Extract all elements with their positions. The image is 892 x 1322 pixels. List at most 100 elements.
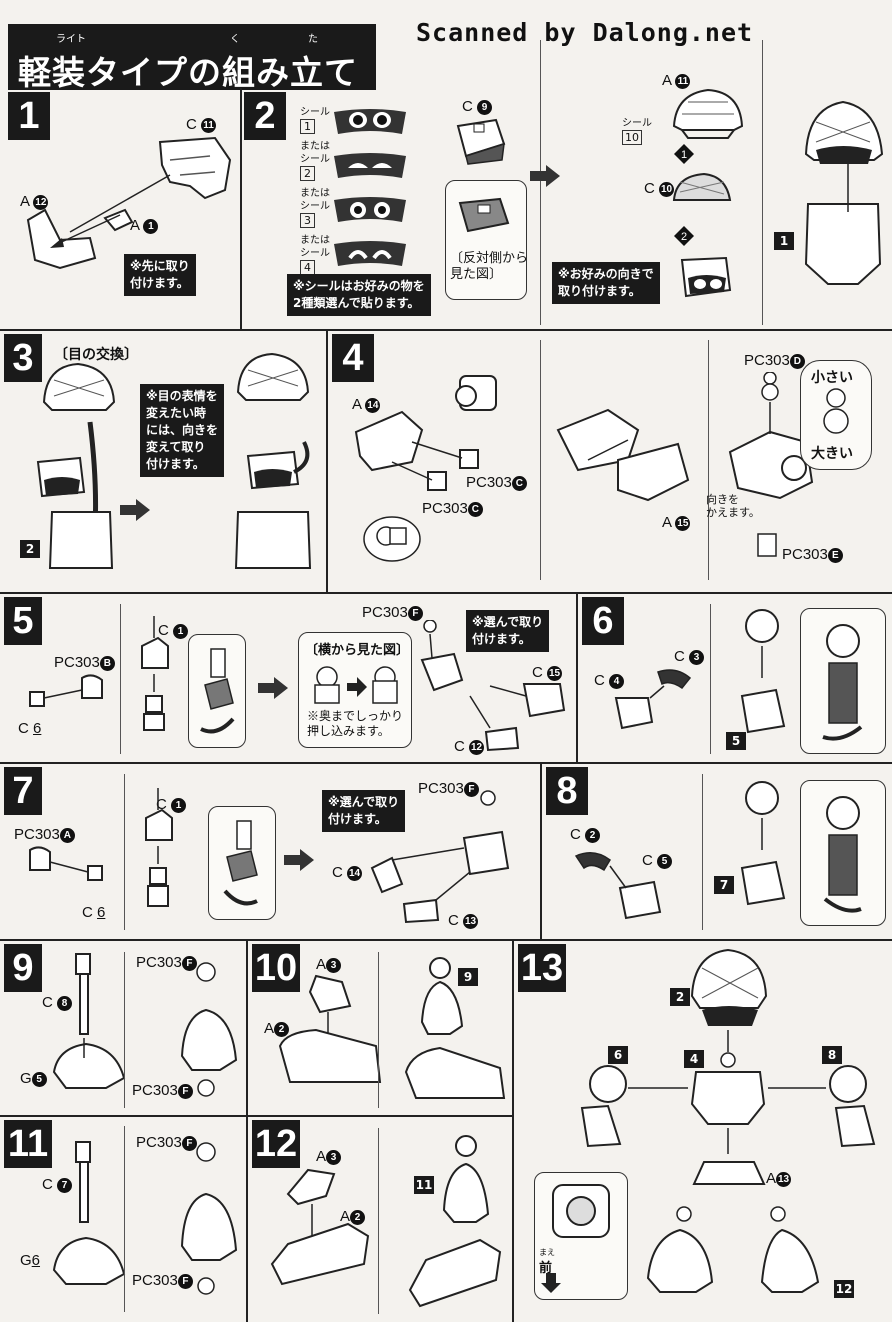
reverse-view-part xyxy=(458,197,510,233)
step9-divider xyxy=(124,952,125,1108)
label-c7: C 7 xyxy=(42,1176,73,1193)
step5-hand-options xyxy=(469,683,566,752)
rotation-illustration-step7 xyxy=(223,820,258,906)
step11-divider xyxy=(124,1126,125,1312)
col-divider-5-6 xyxy=(576,592,578,762)
step4-torso-back-illustration xyxy=(354,375,497,491)
col-divider-3-4 xyxy=(326,329,328,592)
label-c13: C 13 xyxy=(448,912,479,929)
ref-step-11: 11 xyxy=(414,1176,434,1194)
step7-divider xyxy=(124,774,125,930)
step7-arrow xyxy=(284,849,314,871)
step2-divider xyxy=(540,40,541,325)
page-title: ライト く た 軽装タイプの組み立て xyxy=(8,24,376,92)
eye-block-illustration xyxy=(680,256,732,298)
row-divider-1 xyxy=(0,329,892,331)
ref-head-2: 2 xyxy=(670,988,690,1006)
label-g6: G6 xyxy=(20,1252,41,1269)
step-number-9: 9 xyxy=(4,944,42,992)
arm-assembly-result-step8 xyxy=(823,796,862,913)
pc303-size-icon xyxy=(823,388,849,434)
ref-arm-8: 8 xyxy=(822,1046,842,1064)
title-ruby-2: く xyxy=(230,34,240,45)
label-c6-step7: C 6 xyxy=(82,904,106,921)
ref-arm-6: 6 xyxy=(608,1046,628,1064)
step8-divider xyxy=(702,774,703,930)
eye-seal-1 xyxy=(334,109,406,134)
step-number-11: 11 xyxy=(4,1120,52,1168)
label-a1: A 1 xyxy=(130,217,159,234)
reverse-view-inset: 〔反対側から 見た図〕 xyxy=(445,180,528,300)
step7-pc-illustration xyxy=(29,846,103,881)
label-small: 小さい xyxy=(811,369,853,385)
title-ruby: ライト xyxy=(56,34,86,45)
assembly-order-1: 1 xyxy=(681,149,687,161)
step12-divider xyxy=(378,1128,379,1314)
label-a11: A 11 xyxy=(662,72,691,89)
label-c1-step7: C 1 xyxy=(156,796,187,813)
face-part-illustration: 1 2 xyxy=(672,144,732,246)
step12-leg-assembly xyxy=(408,1135,502,1308)
label-seal10: シール 10 xyxy=(622,118,652,145)
step2-divider-2 xyxy=(762,40,763,325)
step8-arm-illustration xyxy=(574,852,662,920)
step5-joint-illustration xyxy=(141,616,169,731)
step1-parts-illustration xyxy=(26,136,232,270)
step1-note: ※先に取り 付けます。 xyxy=(124,254,196,296)
label-big: 大きい xyxy=(811,445,853,461)
step-number-5: 5 xyxy=(4,597,42,645)
step-number-1: 1 xyxy=(8,92,50,140)
step6-result-inset xyxy=(800,608,886,754)
title-ruby-3: た xyxy=(308,34,318,45)
col-divider-1-2 xyxy=(240,88,242,329)
side-view-caption: 〔横から見た図〕 xyxy=(305,642,410,657)
col-divider-7-8 xyxy=(540,762,542,939)
label-a15: A 15 xyxy=(662,514,691,531)
assembly-order-2: 2 xyxy=(681,231,687,243)
step-number-8: 8 xyxy=(546,767,588,815)
step11-knee-illustration xyxy=(180,1142,238,1295)
ref-step-2: 2 xyxy=(20,540,40,558)
assembled-head-illustration xyxy=(804,100,884,285)
label-c2: C 2 xyxy=(570,826,601,843)
ref-step-5: 5 xyxy=(726,732,746,750)
step12-foot-illustration xyxy=(270,1168,370,1286)
step6-divider xyxy=(710,604,711,754)
step-number-4: 4 xyxy=(332,334,374,382)
step4-torso-illustration xyxy=(556,408,690,502)
step7-joint-illustration xyxy=(145,788,173,907)
choose-note-step7: ※選んで取り 付けます。 xyxy=(322,790,406,832)
ref-leg-12: 12 xyxy=(834,1280,854,1298)
pc303-size-bubble: 小さい 大きい xyxy=(800,360,872,470)
step7-hand-options xyxy=(370,790,510,924)
step2-orient-note: ※お好みの向きで 取り付けます。 xyxy=(552,262,660,304)
col-divider-9-10 xyxy=(246,939,248,1322)
step-number-13: 13 xyxy=(518,944,566,992)
arm-assembly-result xyxy=(822,624,863,741)
eye-seal-3 xyxy=(334,197,406,222)
ref-step-1: 1 xyxy=(774,232,794,250)
step2-seal-note: ※シールはお好みの物を 2種類選んで貼ります。 xyxy=(287,274,431,316)
label-c1-step5: C 1 xyxy=(158,622,189,639)
row-divider-3 xyxy=(0,762,892,764)
step8-shoulder-illustration xyxy=(740,781,786,906)
step8-result-inset xyxy=(800,780,886,926)
eye-seal-variants xyxy=(334,109,406,266)
label-c14: C 14 xyxy=(332,864,363,881)
col-divider-12-13 xyxy=(512,939,514,1322)
step3-arrow xyxy=(120,499,150,521)
step7-rotation-inset xyxy=(208,806,276,920)
eye-seal-2 xyxy=(334,153,406,178)
waist-front-illustration xyxy=(552,1184,610,1238)
ref-step-7: 7 xyxy=(714,876,734,894)
side-view-inset: 〔横から見た図〕 ※奥までしっかり 押し込みます。 xyxy=(298,632,412,748)
front-arrow-icon xyxy=(541,1273,561,1293)
eye-seal-4 xyxy=(334,241,406,266)
